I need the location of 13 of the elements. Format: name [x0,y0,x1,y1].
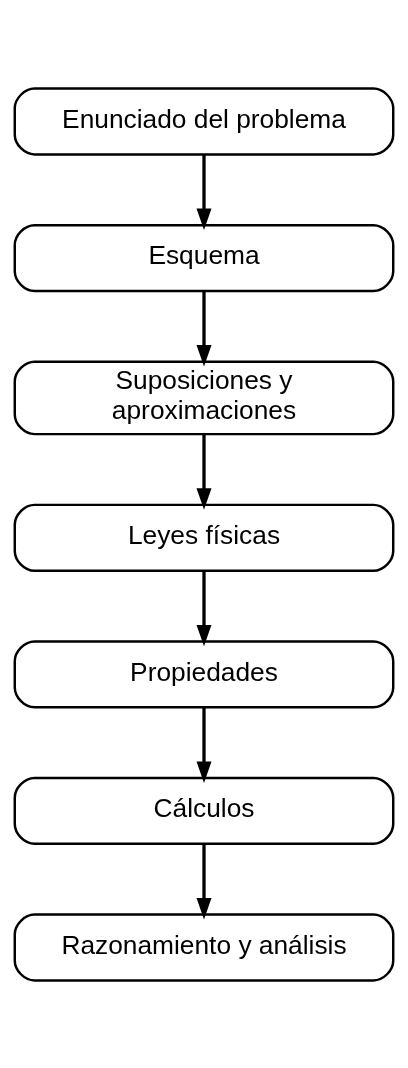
node-box: Suposiciones y aproximaciones [13,360,395,435]
node-box: Cálculos [13,776,395,845]
arrow [196,843,212,919]
arrow [196,154,212,230]
arrow [196,707,212,783]
node-box: Razonamiento y análisis [13,912,395,982]
arrow [196,434,212,510]
node-box: Esquema [13,223,395,292]
arrow [196,570,212,646]
arrow [196,290,212,366]
node-box: Propiedades [13,639,395,708]
node-box: Leyes físicas [13,503,395,572]
node-box: Enunciado del problema [13,86,395,156]
